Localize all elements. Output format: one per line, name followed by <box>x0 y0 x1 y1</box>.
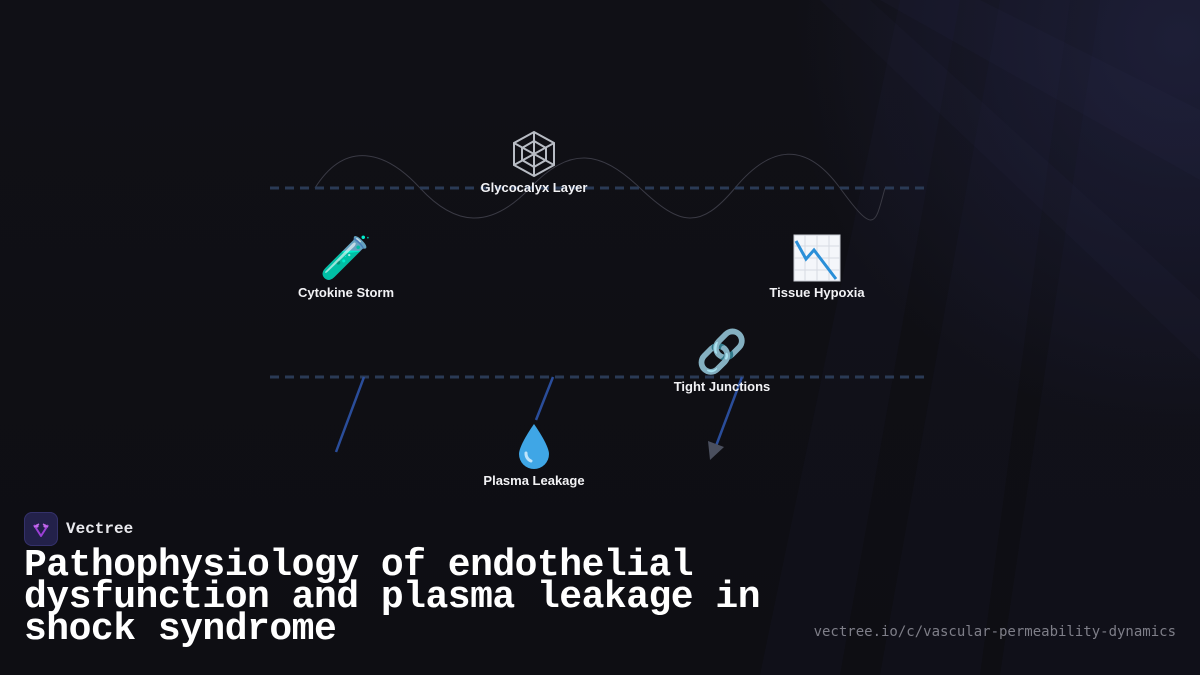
brand: Vectree <box>24 512 133 546</box>
node-tight-junctions: 🔗 Tight Junctions <box>632 327 812 394</box>
page-title: Pathophysiology of endothelial dysfuncti… <box>24 544 761 651</box>
node-label: Tight Junctions <box>673 379 771 394</box>
node-cytokine-storm: 🧪 Cytokine Storm <box>256 233 436 300</box>
node-tissue-hypoxia: Tissue Hypoxia <box>727 233 907 300</box>
source-url: vectree.io/c/vascular-permeability-dynam… <box>813 624 1176 640</box>
vectree-logo-icon <box>24 512 58 546</box>
leak-path-right <box>714 376 744 447</box>
node-glycocalyx-layer: Glycocalyx Layer <box>444 128 624 195</box>
brand-name: Vectree <box>66 520 134 538</box>
node-label: Glycocalyx Layer <box>480 180 588 195</box>
leak-arrowhead-right <box>708 441 724 460</box>
leak-path-center <box>534 376 555 421</box>
node-label: Tissue Hypoxia <box>769 285 865 300</box>
node-label: Cytokine Storm <box>297 285 395 300</box>
leak-path-left <box>334 376 366 453</box>
node-plasma-leakage: Plasma Leakage <box>444 421 624 488</box>
droplet-icon <box>444 421 624 471</box>
link-icon: 🔗 <box>695 327 749 376</box>
spider-web-icon <box>444 128 624 178</box>
glycocalyx-wave <box>314 153 886 221</box>
test-tube-icon: 🧪 <box>319 233 373 282</box>
node-label: Plasma Leakage <box>483 473 585 488</box>
chart-decreasing-icon <box>727 233 907 283</box>
